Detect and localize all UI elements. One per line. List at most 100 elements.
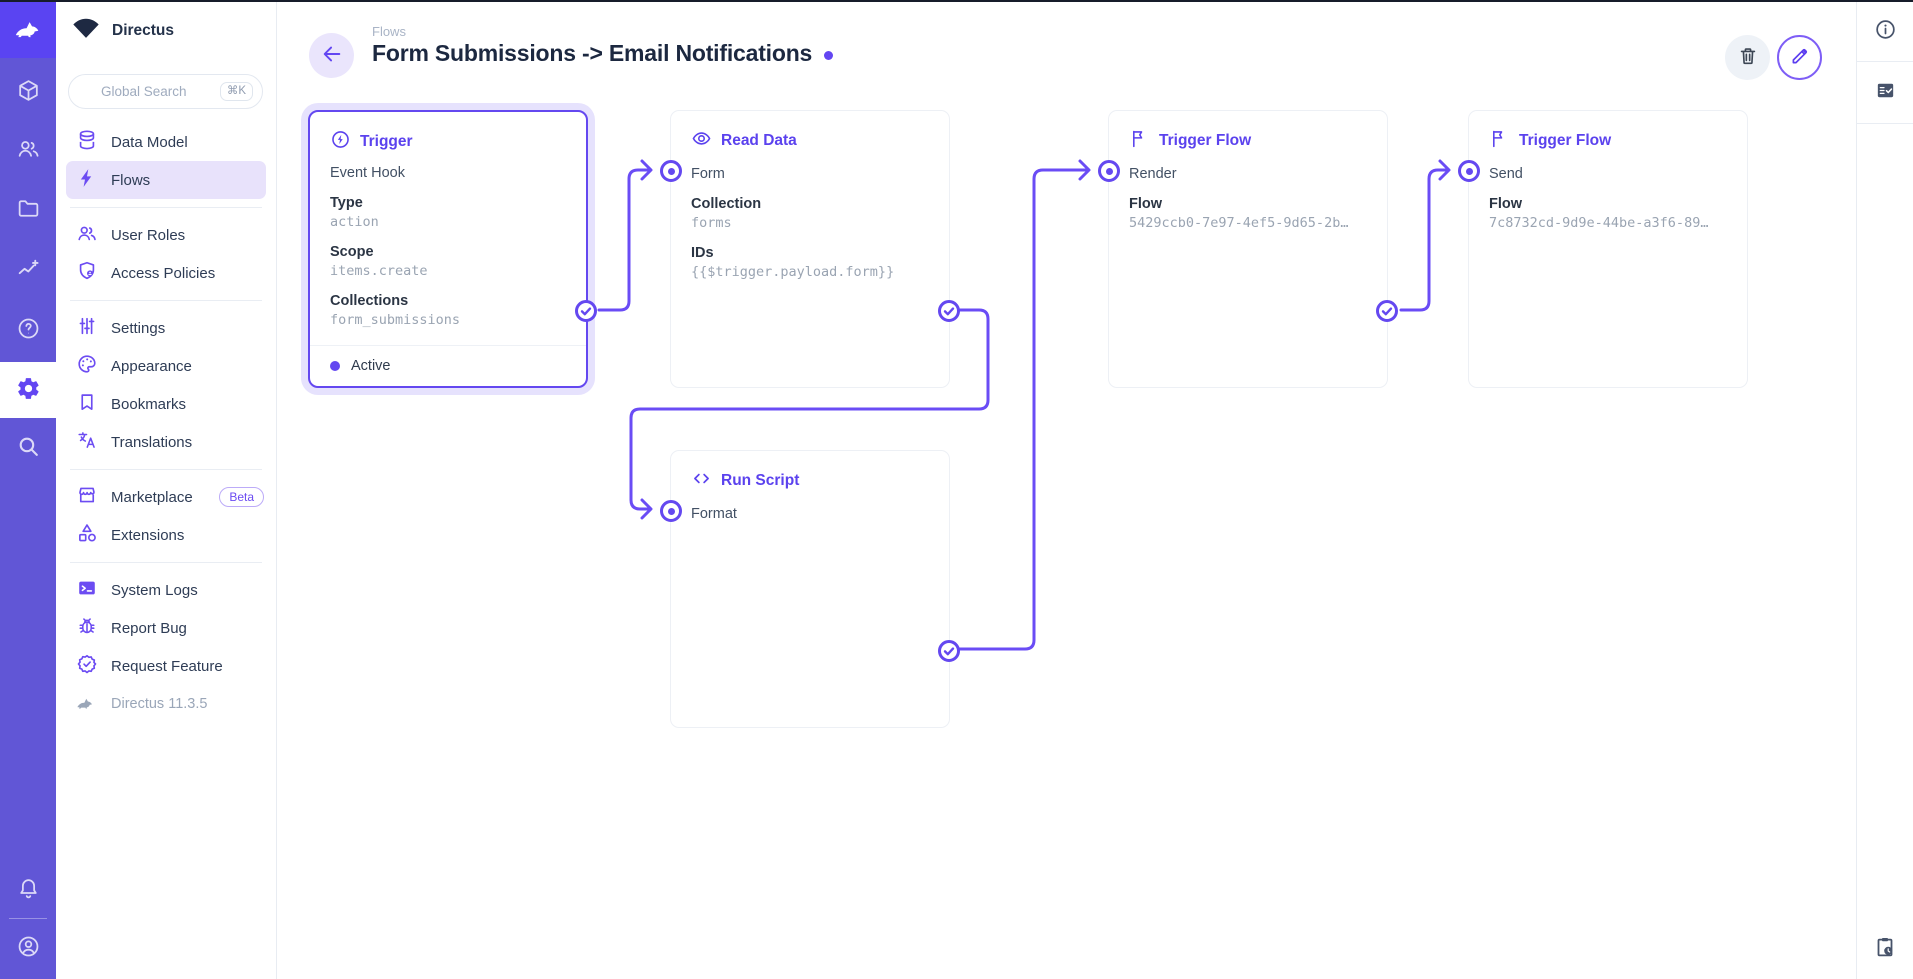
field-label: Collections: [330, 293, 409, 309]
folder-icon: [16, 196, 41, 224]
status-badge: Active: [351, 358, 391, 374]
sidebar-item-flows[interactable]: Flows: [66, 161, 266, 199]
module-search[interactable]: [0, 420, 56, 476]
output-port-resolve[interactable]: [938, 640, 960, 662]
field-value: {{$trigger.payload.form}}: [691, 264, 895, 280]
flow-info-button[interactable]: [1865, 11, 1905, 51]
sidebar-item-data-model[interactable]: Data Model: [56, 123, 276, 161]
flag-icon: [1489, 128, 1510, 154]
shield-badge-icon: [76, 260, 98, 287]
bookmark-icon: [76, 391, 98, 418]
module-settings[interactable]: [0, 362, 56, 418]
sidebar-item-label: Extensions: [111, 526, 185, 544]
title-row: Form Submissions -> Email Notifications: [372, 40, 834, 67]
arrow-left-icon: [321, 43, 343, 68]
input-port[interactable]: [1458, 160, 1480, 182]
flow-card-run-script[interactable]: Run Script Format: [660, 450, 960, 728]
arrowhead-icon: [640, 498, 653, 520]
module-docs[interactable]: [0, 302, 56, 358]
delete-flow-button[interactable]: [1725, 35, 1770, 80]
sidebar-item-user-roles[interactable]: User Roles: [56, 216, 276, 254]
sidebar-item-system-logs[interactable]: System Logs: [56, 571, 276, 609]
arrowhead-icon: [640, 159, 653, 181]
field-value: 7c8732cd-9d9e-44be-a3f6-89…: [1489, 215, 1709, 231]
breadcrumb[interactable]: Flows: [372, 24, 406, 39]
user-menu-button[interactable]: [0, 920, 56, 976]
notifications-button[interactable]: [0, 862, 56, 918]
project-logo-icon: [71, 18, 101, 45]
flow-card-trigger[interactable]: Trigger Event Hook Type action Scope ite…: [308, 110, 597, 388]
sidebar-item-label: Request Feature: [111, 657, 223, 675]
edit-flow-button[interactable]: [1777, 35, 1822, 80]
sidebar-item-extensions[interactable]: Extensions: [56, 516, 276, 554]
terminal-icon: [76, 577, 98, 604]
code-icon: [691, 468, 712, 494]
insights-icon: [16, 256, 41, 284]
module-files[interactable]: [0, 182, 56, 238]
card-header: Trigger Flow: [1469, 111, 1747, 154]
card-title: Trigger Flow: [1159, 132, 1252, 149]
flow-card-read-data[interactable]: Read Data Form Collection forms IDs {{$t…: [660, 110, 960, 388]
directus-rabbit-small-icon: [76, 694, 98, 715]
flow-logs-button[interactable]: [1865, 72, 1905, 112]
sidebar-item-translations[interactable]: Translations: [56, 423, 276, 461]
output-port-resolve[interactable]: [575, 300, 597, 322]
card-header: Read Data: [671, 111, 949, 154]
input-port[interactable]: [660, 160, 682, 182]
module-users[interactable]: [0, 122, 56, 178]
sidebar-item-request-feature[interactable]: Request Feature: [56, 647, 276, 685]
pending-revisions-button[interactable]: [1865, 928, 1905, 968]
nav-divider: [70, 207, 262, 208]
sidebar-item-label: User Roles: [111, 226, 186, 244]
page-title: Form Submissions -> Email Notifications: [372, 40, 813, 66]
rail-divider: [9, 918, 47, 919]
nav-divider: [70, 300, 262, 301]
input-port[interactable]: [660, 500, 682, 522]
global-search-input[interactable]: [99, 83, 220, 100]
back-button[interactable]: [309, 33, 354, 78]
sidebar-item-bookmarks[interactable]: Bookmarks: [56, 385, 276, 423]
field-value: 5429ccb0-7e97-4ef5-9d65-2b…: [1129, 215, 1349, 231]
field-label: Collection: [691, 196, 762, 212]
project-row[interactable]: Directus: [56, 0, 276, 62]
check-icon: [943, 307, 955, 316]
field-label: IDs: [691, 245, 714, 261]
sidebar-item-report-bug[interactable]: Report Bug: [56, 609, 276, 647]
sidebar-item-label: Access Policies: [111, 264, 216, 282]
nav-sidebar: Directus ⌘K Data Model Flows User Roles …: [56, 0, 277, 979]
module-insights[interactable]: [0, 242, 56, 298]
sidebar-item-appearance[interactable]: Appearance: [56, 347, 276, 385]
card-title: Run Script: [721, 472, 800, 489]
sidebar-item-access-policies[interactable]: Access Policies: [56, 254, 276, 292]
operation-key: Render: [1129, 166, 1177, 182]
user-roles-icon: [76, 222, 98, 249]
card-title: Trigger Flow: [1519, 132, 1612, 149]
check-icon: [943, 647, 955, 656]
sidebar-item-label: Settings: [111, 319, 166, 337]
input-port[interactable]: [1098, 160, 1120, 182]
bug-icon: [76, 615, 98, 642]
check-icon: [1381, 307, 1393, 316]
output-port-resolve[interactable]: [1376, 300, 1398, 322]
cube-icon: [16, 78, 41, 106]
output-port-resolve[interactable]: [938, 300, 960, 322]
search-icon: [16, 434, 41, 462]
flow-card-trigger-flow-render[interactable]: Trigger Flow Render Flow 5429ccb0-7e97-4…: [1098, 110, 1398, 388]
window-top-edge: [0, 0, 1913, 2]
sidebar-item-label: System Logs: [111, 581, 198, 599]
trash-icon: [1737, 45, 1759, 70]
directus-rabbit-icon[interactable]: [0, 0, 56, 58]
arrowhead-icon: [1078, 159, 1091, 181]
operation-key: Format: [691, 506, 737, 522]
flow-card-trigger-flow-send[interactable]: Trigger Flow Send Flow 7c8732cd-9d9e-44b…: [1458, 110, 1748, 388]
sidebar-item-settings[interactable]: Settings: [56, 309, 276, 347]
eye-icon: [691, 128, 712, 154]
module-content[interactable]: [0, 64, 56, 120]
clipboard-clock-icon: [1873, 935, 1897, 962]
field-value: action: [330, 214, 379, 230]
sidebar-item-marketplace[interactable]: Marketplace Beta: [56, 478, 276, 516]
wire-render-to-send: [1399, 168, 1449, 312]
project-name: Directus: [112, 22, 175, 39]
global-search[interactable]: ⌘K: [68, 74, 263, 109]
sidebar-item-label: Bookmarks: [111, 395, 187, 413]
